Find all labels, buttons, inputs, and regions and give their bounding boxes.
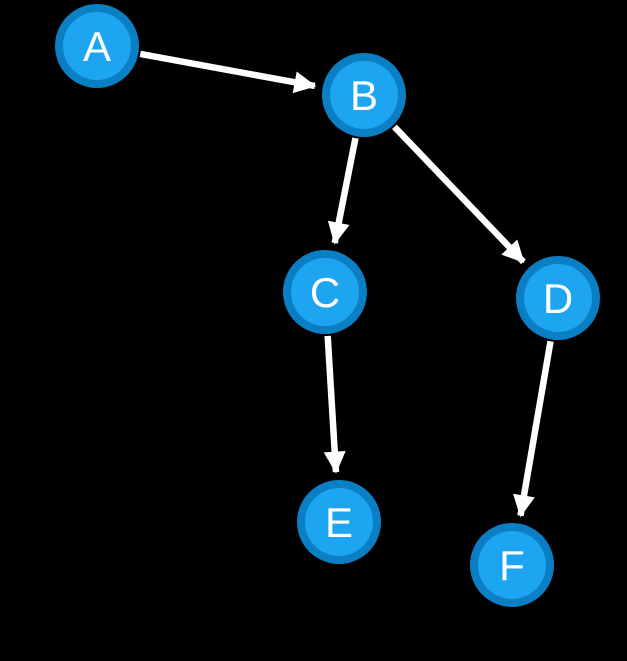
graph-node-A[interactable]: A bbox=[55, 4, 139, 88]
graph-edge-C-E bbox=[323, 335, 346, 474]
node-inner-circle-E[interactable] bbox=[305, 488, 373, 556]
node-inner-circle-B[interactable] bbox=[330, 61, 398, 129]
graph-node-F[interactable]: F bbox=[470, 523, 554, 607]
graph-edge-A-B bbox=[139, 50, 317, 94]
graph-edge-B-D bbox=[392, 124, 526, 265]
graph-node-B[interactable]: B bbox=[322, 53, 406, 137]
node-inner-circle-C[interactable] bbox=[291, 258, 359, 326]
node-inner-circle-D[interactable] bbox=[524, 264, 592, 332]
graph-edge-B-C bbox=[327, 137, 359, 245]
graph-node-D[interactable]: D bbox=[516, 256, 600, 340]
node-inner-circle-F[interactable] bbox=[478, 531, 546, 599]
node-inner-circle-A[interactable] bbox=[63, 12, 131, 80]
graph-edge-D-F bbox=[513, 340, 554, 518]
graph-node-C[interactable]: C bbox=[283, 250, 367, 334]
graph-node-E[interactable]: E bbox=[297, 480, 381, 564]
